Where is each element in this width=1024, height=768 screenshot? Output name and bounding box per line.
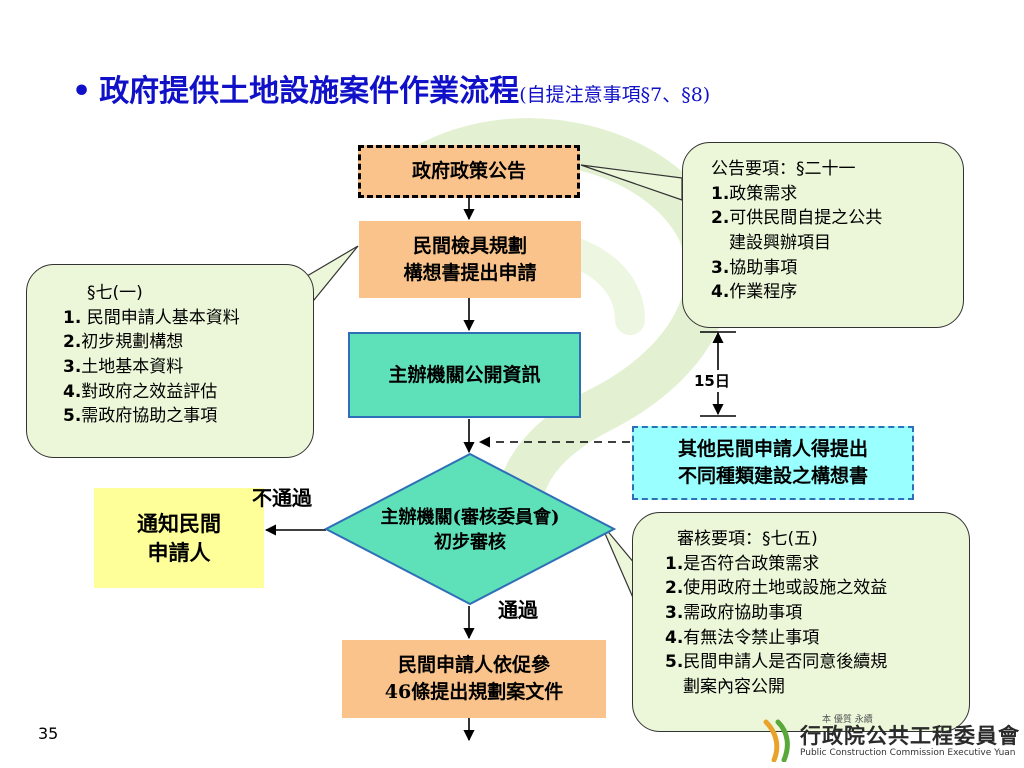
note-apply-item: 5.需政府協助之事項 (63, 404, 305, 429)
days-label: 15日 (694, 372, 730, 390)
footer-motto: 本 優質 永續 (822, 715, 873, 725)
note-apply-head: §七(一) (87, 283, 143, 303)
item-num: 4. (63, 381, 82, 402)
item-text: 劃案內容公開 (683, 676, 785, 697)
title-bullet: • (72, 74, 92, 109)
page-number: 35 (38, 724, 59, 743)
note-apply-item: 2.初步規劃構想 (63, 330, 305, 355)
note-review-item: 2.使用政府土地或設施之效益 (657, 576, 963, 601)
note-apply: §七(一) 1. 民間申請人基本資料 2.初步規劃構想 3.土地基本資料 4.對… (26, 264, 314, 458)
item-num: 1. (665, 553, 684, 574)
item-text: 作業程序 (729, 282, 798, 303)
item-num: 3. (711, 257, 730, 278)
note-announce-item: 2.可供民間自提之公共 (711, 206, 953, 231)
other-line2: 不同種類建設之構想書 (677, 465, 868, 487)
note-apply-item: 1. 民間申請人基本資料 (63, 306, 305, 331)
note-announce: 公告要項：§二十一 1.政策需求 2.可供民間自提之公共 建設興辦項目 3.協助… (682, 142, 964, 328)
item-text: 初步規劃構想 (81, 332, 184, 353)
item-text: 建設興辦項目 (729, 232, 831, 253)
notify-box: 通知民間 申請人 (94, 488, 264, 588)
note-apply-item: 3.土地基本資料 (63, 355, 305, 380)
item-text: 土地基本資料 (81, 356, 184, 377)
item-num: 2. (665, 578, 684, 599)
submit-line2: 構想書提出申請 (403, 261, 537, 284)
item-num: 4. (711, 282, 730, 303)
item-text: 協助事項 (729, 257, 798, 278)
item-text: 是否符合政策需求 (683, 553, 820, 574)
review-line1: 主辦機關(審核委員會) (380, 506, 560, 528)
item-num: 1. (711, 183, 730, 204)
item-text: 使用政府土地或設施之效益 (683, 578, 888, 599)
item-text: 政策需求 (729, 183, 798, 204)
footer-org-en: Public Construction Commission Executive… (800, 748, 1016, 758)
publish-text: 主辦機關公開資訊 (388, 363, 541, 386)
page-title: •政府提供土地設施案件作業流程(自提注意事項§7、§8) (72, 66, 710, 110)
plan-line2: 46條提出規劃案文件 (384, 681, 564, 703)
note-apply-item: 4.對政府之效益評估 (63, 380, 305, 405)
plan-line1: 民間申請人依促參 (397, 654, 550, 677)
footer-logo: 本 優質 永續 行政院公共工程委員會 Public Construction C… (760, 712, 1022, 764)
item-num: 3. (665, 602, 684, 623)
announce-box: 政府政策公告 (358, 145, 580, 198)
note-review-head: 審核要項：§七(五) (677, 529, 818, 549)
title-sub: (自提注意事項§7、§8) (519, 84, 711, 106)
item-num: 5. (665, 652, 684, 673)
item-text: 對政府之效益評估 (81, 381, 218, 402)
item-text: 需政府協助事項 (683, 602, 803, 623)
other-line1: 其他民間申請人得提出 (677, 438, 868, 461)
announce-text: 政府政策公告 (411, 160, 526, 183)
submit-line1: 民間檢具規劃 (412, 234, 527, 257)
logo-mark-icon (763, 719, 790, 762)
title-main: 政府提供土地設施案件作業流程 (99, 74, 520, 109)
plan-box: 民間申請人依促參 46條提出規劃案文件 (342, 640, 606, 718)
item-num: 4. (665, 627, 684, 648)
note-announce-item: 3.協助事項 (711, 256, 953, 281)
item-num: 2. (63, 332, 82, 353)
note-review-item: 5.民間申請人是否同意後續規 (657, 650, 963, 675)
note-review-item: 3.需政府協助事項 (657, 601, 963, 626)
item-text: 民間申請人是否同意後續規 (683, 652, 888, 673)
note-review-item: 4.有無法令禁止事項 (657, 626, 963, 651)
note-review-item: 1.是否符合政策需求 (657, 552, 963, 577)
pass-label: 通過 (498, 598, 538, 622)
notify-line2: 申請人 (147, 540, 211, 565)
note-announce-head: 公告要項：§二十一 (711, 159, 856, 179)
item-num: 1. (63, 307, 82, 328)
review-text: 主辦機關(審核委員會) 初步審核 (330, 500, 610, 560)
footer-org: 行政院公共工程委員會 (800, 724, 1020, 748)
review-diamond (324, 452, 616, 606)
item-text: 可供民間自提之公共 (729, 208, 883, 229)
item-num: 3. (63, 356, 82, 377)
note-review-item: 劃案內容公開 (657, 675, 963, 700)
callout-tail-apply (306, 245, 359, 302)
review-line2: 初步審核 (434, 532, 506, 553)
other-applicant-box: 其他民間申請人得提出 不同種類建設之構想書 (632, 426, 914, 500)
publish-box: 主辦機關公開資訊 (348, 332, 581, 418)
note-announce-item: 1.政策需求 (711, 182, 953, 207)
item-num: 2. (711, 208, 730, 229)
note-review: 審核要項：§七(五) 1.是否符合政策需求 2.使用政府土地或設施之效益 3.需… (632, 512, 970, 732)
note-announce-item: 建設興辦項目 (711, 231, 953, 256)
note-announce-item: 4.作業程序 (711, 280, 953, 305)
item-num: 5. (63, 406, 82, 427)
callout-tail-announce (580, 164, 683, 201)
item-text: 有無法令禁止事項 (683, 627, 820, 648)
item-text: 需政府協助之事項 (81, 406, 218, 427)
notify-line1: 通知民間 (137, 510, 221, 536)
item-text: 民間申請人基本資料 (81, 307, 240, 328)
fail-label: 不通過 (252, 486, 312, 510)
submit-box: 民間檢具規劃 構想書提出申請 (359, 221, 581, 298)
